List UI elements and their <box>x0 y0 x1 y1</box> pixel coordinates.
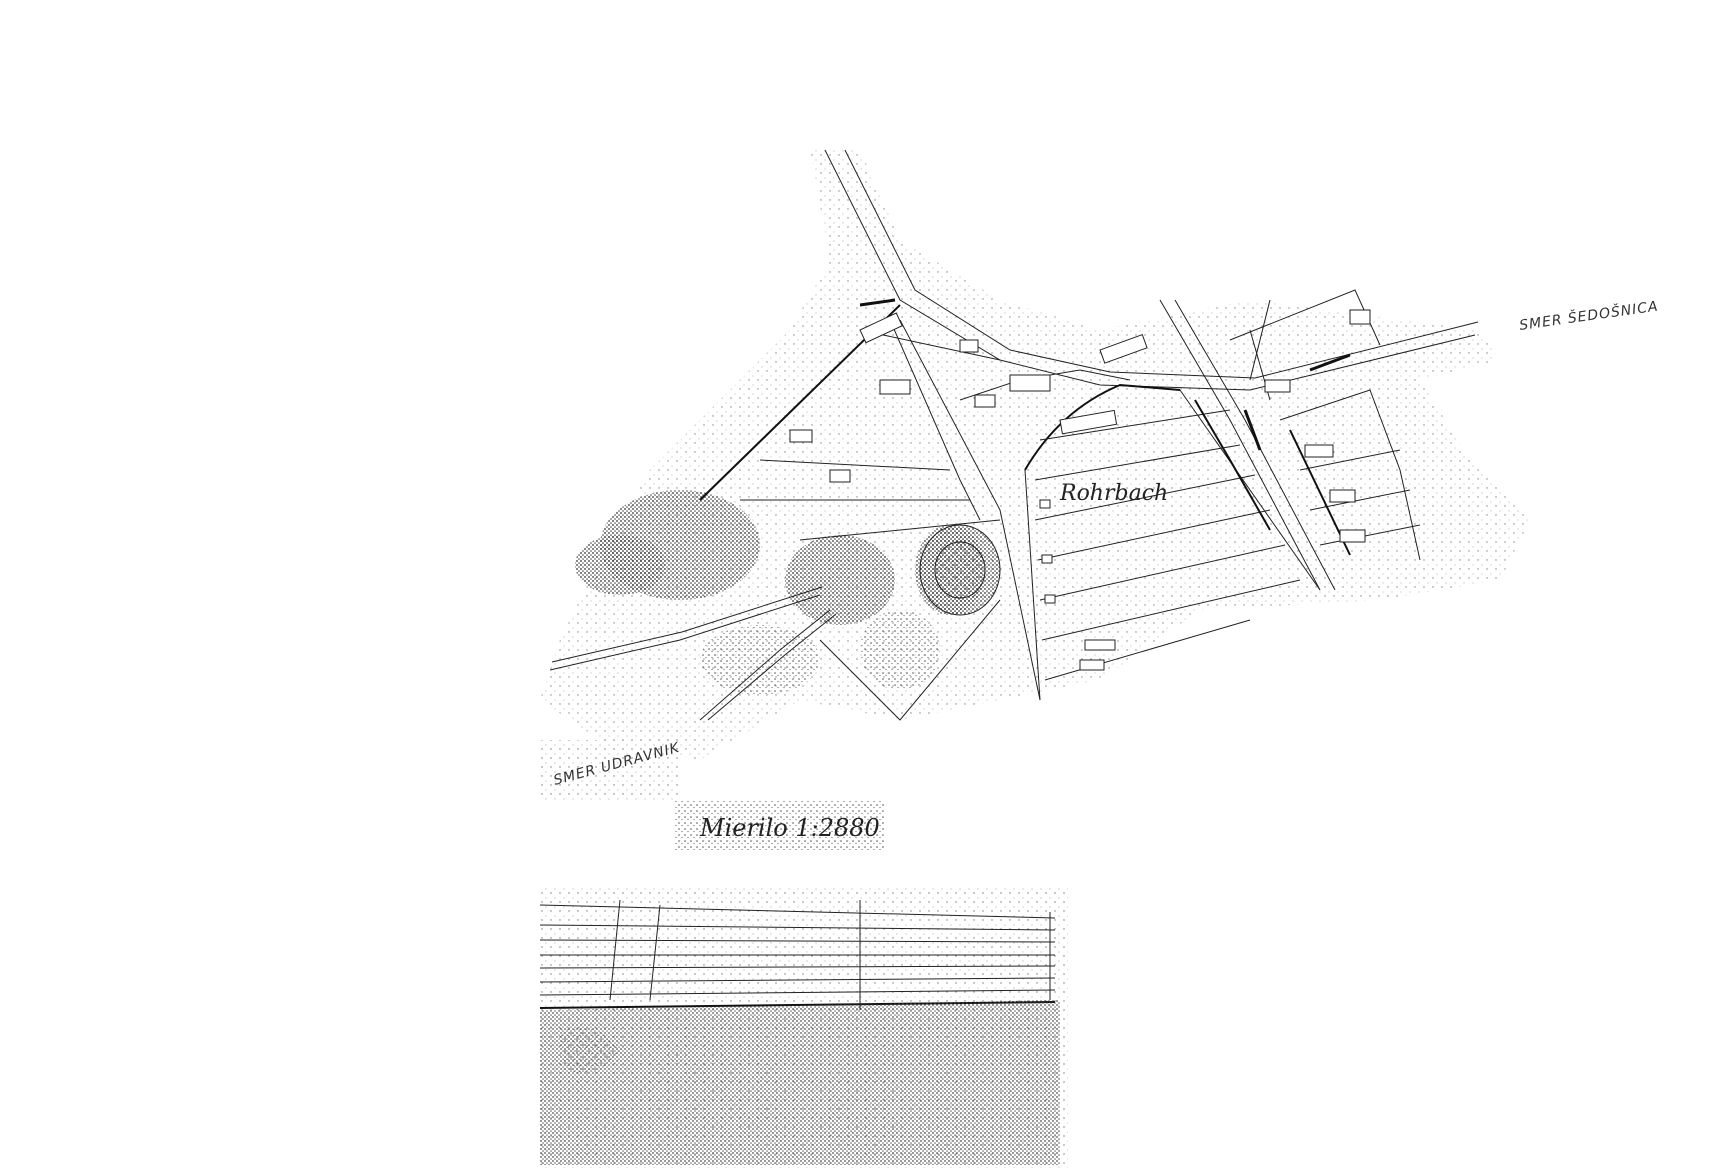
field-strips <box>539 899 1056 1010</box>
direction-label-southwest-bg <box>540 740 680 800</box>
village-label: Rohrbach <box>1059 481 1168 506</box>
tree-cluster-5 <box>860 610 940 690</box>
clearing-3 <box>560 1027 620 1073</box>
tree-cluster-2 <box>575 535 665 595</box>
clearing-1 <box>633 1050 787 1130</box>
scale-cartouche: Mierilo 1:2880 <box>675 800 885 850</box>
road-network <box>549 149 1479 721</box>
main-map: Rohrbach SMER ŠEDOŠNICA SMER UDRAVNIK <box>540 149 1660 800</box>
dense-ground <box>540 1000 1060 1165</box>
clearing-2 <box>815 1072 902 1150</box>
tree-cluster-6 <box>700 625 820 695</box>
tree-cluster-3 <box>785 535 895 625</box>
lower-map-fragment <box>538 888 1068 1168</box>
buildings <box>789 298 1371 671</box>
direction-label-northeast: SMER ŠEDOŠNICA <box>1518 297 1660 334</box>
circular-feature <box>919 524 1001 616</box>
scale-label: Mierilo 1:2880 <box>699 814 880 842</box>
